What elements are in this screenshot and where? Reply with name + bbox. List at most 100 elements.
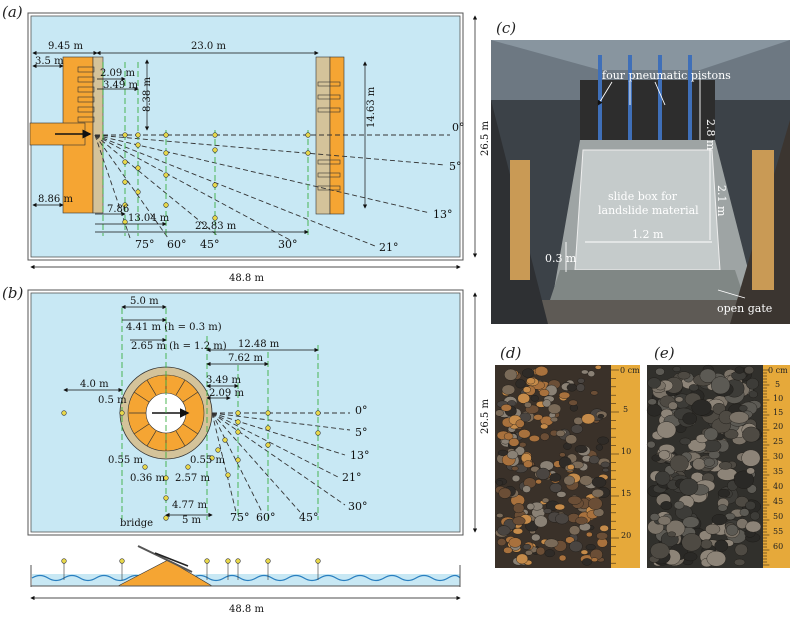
pebble [580, 549, 589, 555]
pebble [549, 482, 562, 493]
pebble [558, 554, 567, 562]
dim-a-2: 3.5 m [35, 56, 64, 67]
photo-label-slidebox-2: landslide material [598, 204, 699, 217]
pebble [691, 399, 712, 416]
pebble [507, 400, 517, 406]
pebble [497, 538, 507, 546]
pebble [655, 367, 665, 376]
panel-label-c: (c) [496, 19, 516, 37]
pebble [711, 513, 728, 526]
pebble [724, 429, 739, 440]
pebble [495, 409, 504, 417]
ruler-d-10: 10 [621, 447, 631, 456]
ruler-e-25: 25 [773, 437, 783, 446]
bridge-label: bridge [120, 518, 153, 529]
pebble [588, 497, 603, 510]
pebble [567, 464, 575, 470]
pebble [669, 454, 689, 472]
ruler-e-35: 35 [773, 467, 783, 476]
panel-a-basin: 9.45 m 23.0 m 3.5 m 2.09 m 3.49 m 8.38 m… [27, 12, 491, 284]
pebble [519, 442, 527, 448]
pebble [522, 368, 535, 378]
pebble [734, 470, 754, 489]
ruler-e-55: 55 [773, 527, 783, 536]
pebble [734, 543, 748, 556]
panel-e-photo [646, 365, 790, 568]
pebble [734, 366, 745, 374]
pebble [739, 508, 750, 517]
pebble [710, 376, 731, 395]
pebble [700, 539, 713, 550]
pebble [540, 432, 550, 441]
pebble [714, 539, 729, 552]
pebble [550, 416, 559, 423]
pebble [733, 558, 746, 566]
pebble [585, 544, 596, 551]
pebble [575, 516, 588, 525]
pebble [672, 366, 681, 372]
ruler-e-45: 45 [773, 497, 783, 506]
ruler-e-30: 30 [773, 452, 783, 461]
pebble [681, 533, 702, 552]
pebble [579, 475, 593, 486]
pebble [725, 524, 739, 536]
pebble [745, 520, 762, 533]
dim-b-13: 4.77 m [172, 500, 207, 511]
panel-label-e: (e) [654, 344, 675, 362]
panel-label-b: (b) [2, 284, 23, 302]
angle-a-45: 45° [200, 238, 220, 251]
pebble [582, 558, 593, 566]
pebble [515, 419, 525, 428]
pebble [496, 480, 504, 486]
pebble [683, 552, 698, 562]
pebble [668, 401, 678, 410]
dim-a-8: 7.86 [107, 204, 129, 215]
pebble [569, 540, 583, 553]
pebble [692, 458, 706, 471]
pebble [534, 515, 548, 528]
pebble [703, 427, 719, 441]
pebble [511, 474, 521, 482]
pebble [577, 377, 585, 384]
pebble [567, 495, 582, 505]
dim-b-2: 2.65 m (h = 1.2 m) [131, 341, 227, 352]
pebble [678, 478, 699, 496]
dim-b-12: 2.57 m [175, 473, 210, 484]
pebble [498, 487, 512, 499]
angle-a-13: 13° [433, 208, 453, 221]
pebble [591, 557, 599, 563]
pebble [508, 537, 522, 548]
pebble [533, 414, 543, 421]
pebble [531, 533, 541, 542]
pebble [591, 488, 604, 498]
pebble [750, 511, 760, 521]
dim-a-6: 14.63 m [366, 86, 377, 128]
pebble [541, 497, 550, 503]
angle-a-30: 30° [278, 238, 298, 251]
pebble [717, 504, 728, 512]
pebble [746, 467, 755, 475]
dim-b-8: 0.5 m [98, 395, 127, 406]
pebble [508, 437, 520, 447]
pebble [576, 383, 585, 392]
pebble [655, 470, 671, 486]
ruler-e-0: 0 cm [768, 366, 788, 375]
pebble [597, 414, 605, 419]
angle-b-13: 13° [350, 449, 370, 462]
pebble [523, 460, 533, 468]
pebble [534, 366, 549, 377]
pebble [717, 488, 731, 498]
pebble [599, 524, 609, 532]
angle-b-0: 0° [355, 404, 368, 417]
pebble [570, 424, 583, 434]
pebble [745, 500, 756, 511]
pebble [705, 523, 721, 535]
pebble [524, 401, 532, 408]
pebble [535, 479, 542, 485]
dim-a-1: 23.0 m [191, 41, 226, 52]
pebble [568, 525, 581, 536]
panel-b-basin: 5.0 m 4.41 m (h = 0.3 m) 2.65 m (h = 1.2… [27, 289, 491, 615]
dim-a-4: 3.49 m [103, 80, 138, 91]
photo-label-pistons: four pneumatic pistons [602, 69, 731, 82]
